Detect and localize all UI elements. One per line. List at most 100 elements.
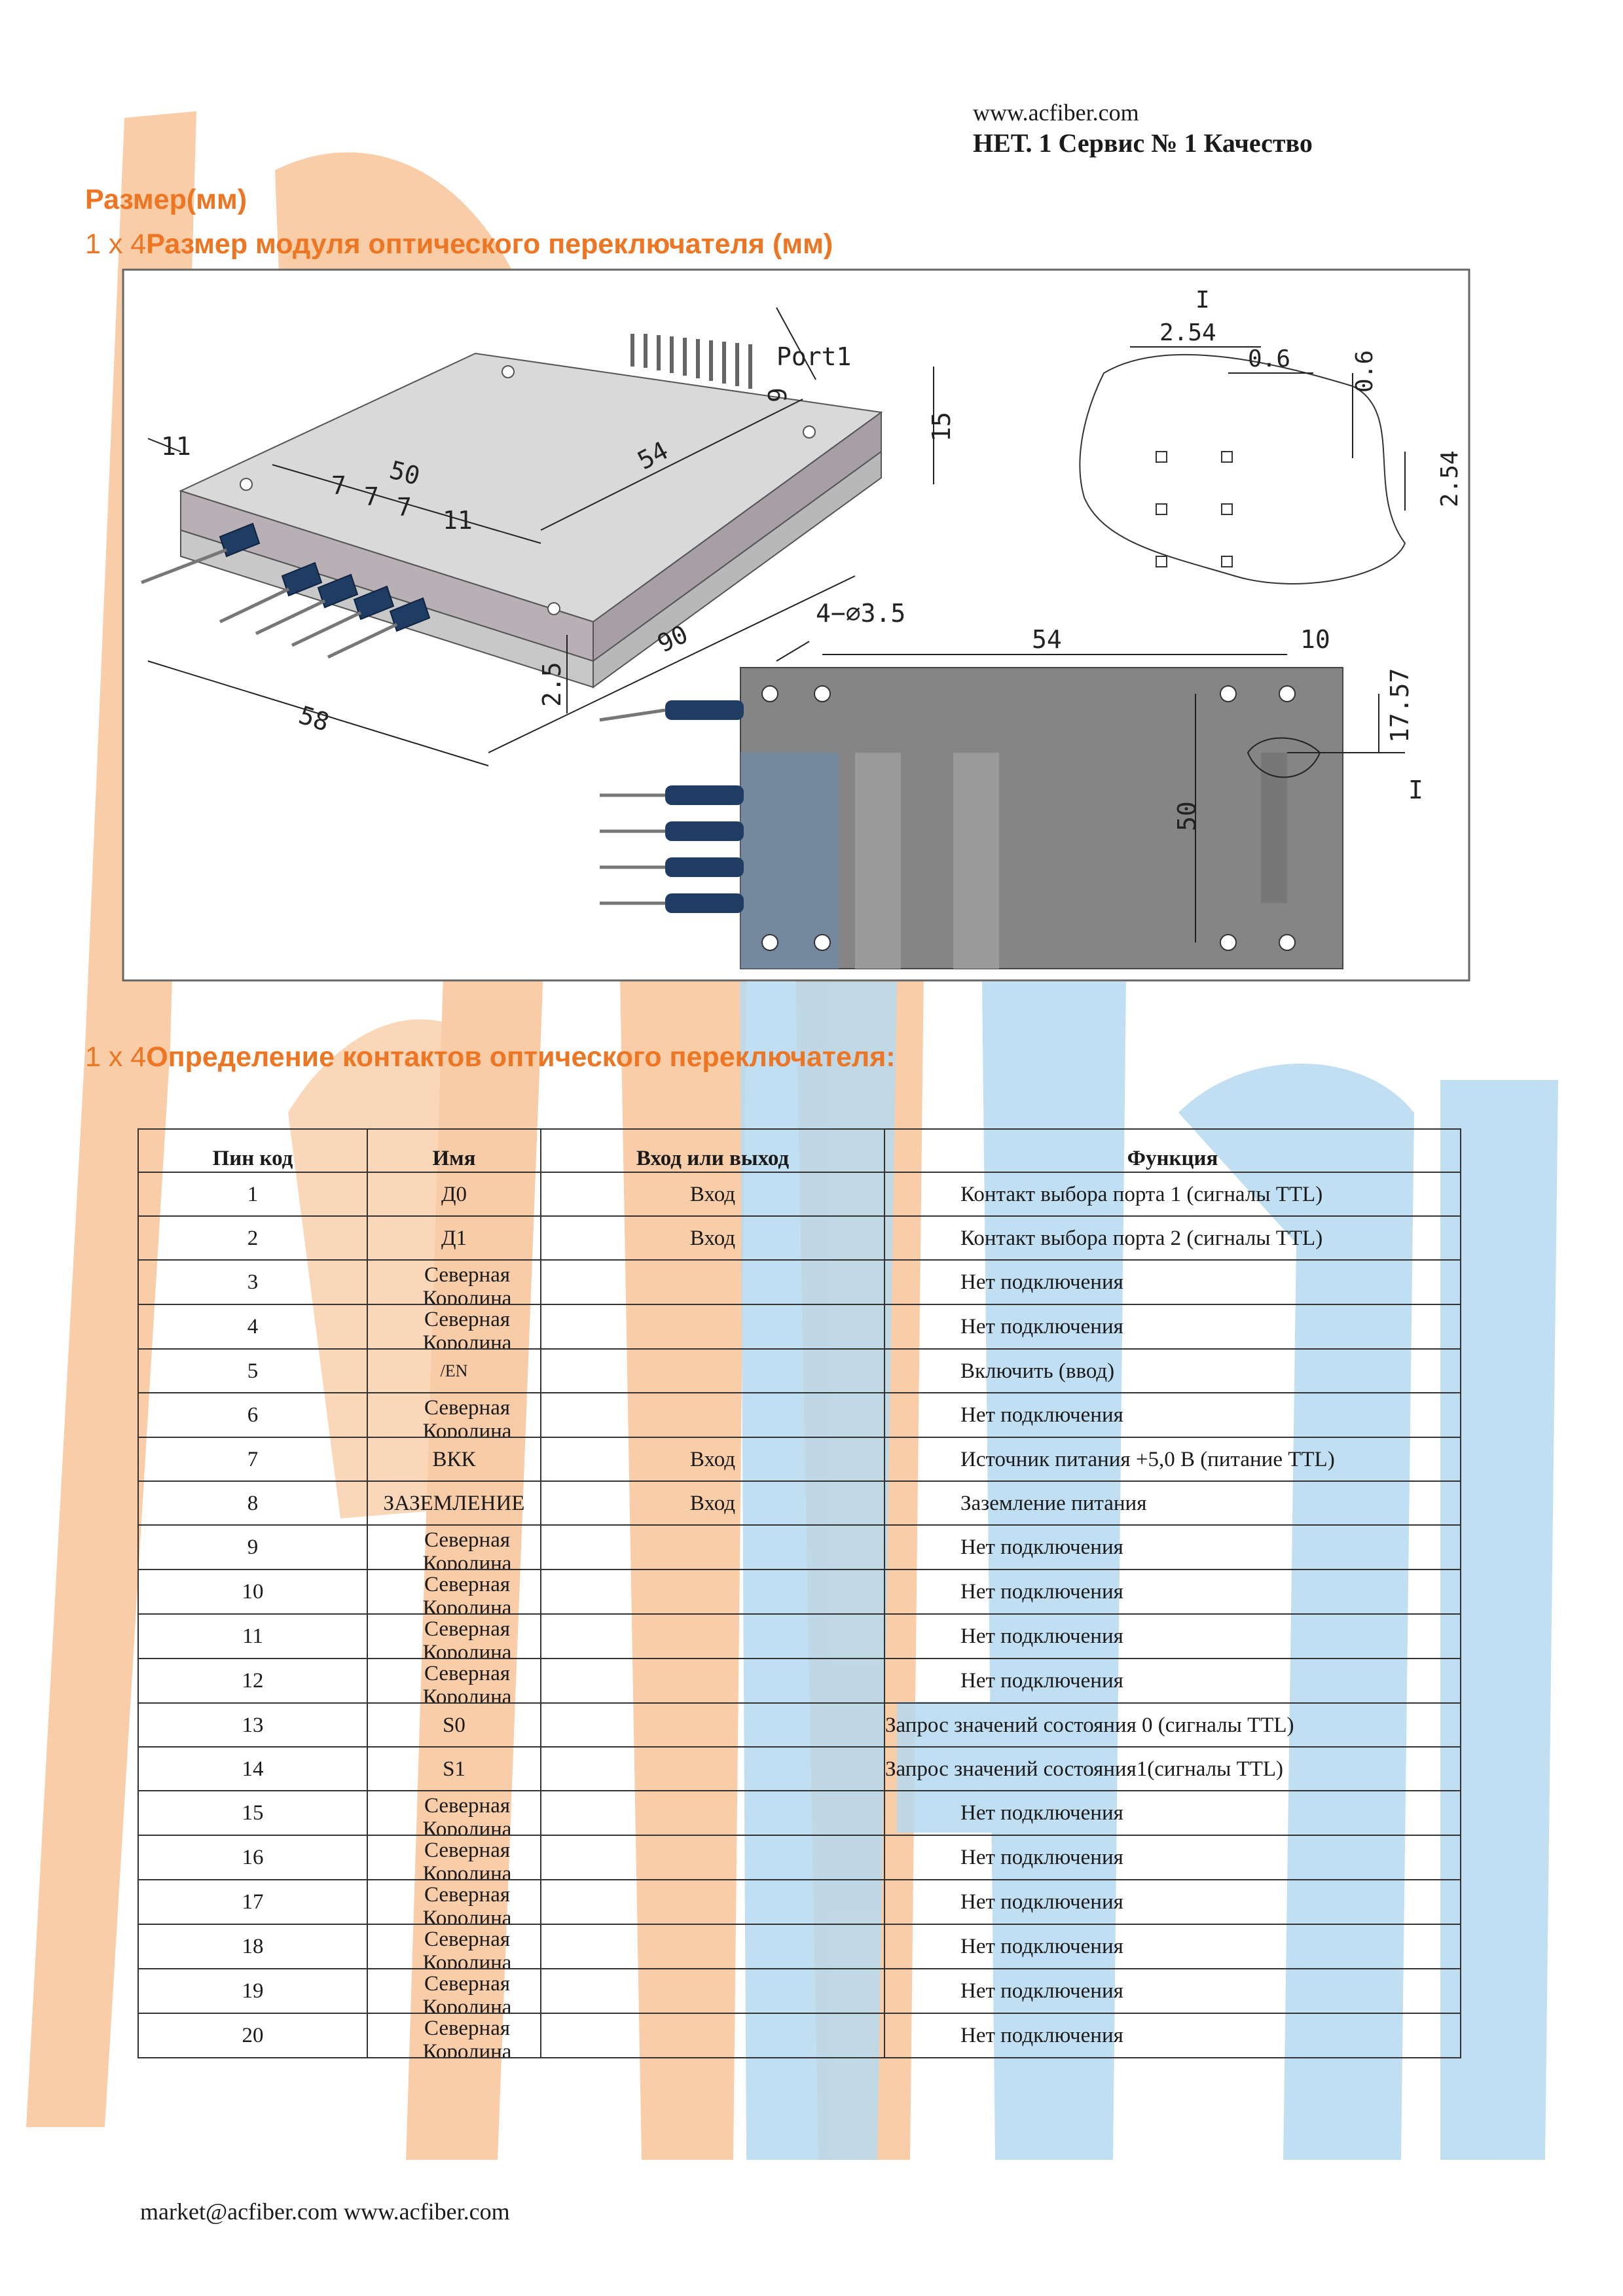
pin-io bbox=[540, 1879, 885, 1925]
pin-function: Нет подключения bbox=[884, 1259, 1461, 1305]
table-row: 18 Северная Королина Нет подключения bbox=[137, 1924, 1461, 1969]
pin-name: Северная Королина bbox=[367, 1304, 541, 1350]
dim-50b: 50 bbox=[1173, 801, 1201, 831]
pin-function: Контакт выбора порта 1 (сигналы TTL) bbox=[884, 1172, 1461, 1217]
dim-holes: 4−∅3.5 bbox=[816, 599, 905, 628]
dim-54b: 54 bbox=[1032, 625, 1062, 654]
dim-2-54: 2.54 bbox=[1159, 319, 1216, 346]
pin-io bbox=[540, 1569, 885, 1615]
pin-function: Источник питания +5,0 В (питание TTL) bbox=[884, 1437, 1461, 1482]
size-title-text: Размер(мм) bbox=[85, 184, 247, 215]
pin-function: Нет подключения bbox=[884, 2013, 1461, 2058]
dim-7a: 7 bbox=[331, 471, 346, 500]
pin-number: 17 bbox=[137, 1879, 368, 1925]
pin-name: Северная Королина bbox=[367, 1835, 541, 1880]
pins-title-text: Определение контактов оптического перекл… bbox=[146, 1041, 896, 1073]
pin-function: Нет подключения bbox=[884, 1392, 1461, 1438]
pin-name: Северная Королина bbox=[367, 1790, 541, 1836]
pin-io: Вход bbox=[540, 1437, 885, 1482]
pin-io bbox=[540, 1304, 885, 1350]
pin-number: 9 bbox=[137, 1524, 368, 1570]
size-section-title: Размер(мм) bbox=[85, 182, 247, 217]
pin-name-text: Северная Королина bbox=[422, 1928, 512, 1968]
pin-name-text: Северная Королина bbox=[422, 1617, 512, 1658]
dim-10: 10 bbox=[1300, 625, 1330, 654]
pin-name: ВКК bbox=[367, 1437, 541, 1482]
page-header: www.acfiber.com НЕТ. 1 Сервис № 1 Качест… bbox=[973, 98, 1313, 160]
pins-title-prefix: 1 x 4 bbox=[85, 1041, 147, 1073]
pin-io bbox=[540, 2013, 885, 2058]
pin-number: 15 bbox=[137, 1790, 368, 1836]
pin-number: 18 bbox=[137, 1924, 368, 1969]
pin-name: Северная Королина bbox=[367, 1968, 541, 2014]
pin-number: 10 bbox=[137, 1569, 368, 1615]
dim-2-5: 2.5 bbox=[538, 662, 566, 707]
pin-io bbox=[540, 1924, 885, 1969]
pin-name: Северная Королина bbox=[367, 1392, 541, 1438]
pin-number: 4 bbox=[137, 1304, 368, 1350]
pin-function: Включить (ввод) bbox=[884, 1348, 1461, 1393]
pin-function: Заземление питания bbox=[884, 1480, 1461, 1526]
pin-name: Северная Королина bbox=[367, 1879, 541, 1925]
pin-number: 20 bbox=[137, 2013, 368, 2058]
pin-function: Запрос значений состояния 0 (сигналы TTL… bbox=[884, 1702, 1461, 1748]
pin-name: Северная Королина bbox=[367, 1569, 541, 1615]
pin-name: Д1 bbox=[367, 1215, 541, 1261]
pin-io bbox=[540, 1835, 885, 1880]
pin-name: Северная Королина bbox=[367, 1924, 541, 1969]
dim-11a: 11 bbox=[161, 432, 191, 461]
pin-number: 16 bbox=[137, 1835, 368, 1880]
table-header-row: Пин код Имя Вход или выход Функция bbox=[137, 1128, 1461, 1173]
pin-number: 2 bbox=[137, 1215, 368, 1261]
pin-io: Вход bbox=[540, 1215, 885, 1261]
pin-number: 11 bbox=[137, 1613, 368, 1659]
pin-io bbox=[540, 1613, 885, 1659]
dim-17-57: 17.57 bbox=[1385, 668, 1414, 743]
table-row: 20 Северная Королина Нет подключения bbox=[137, 2013, 1461, 2058]
pin-number: 3 bbox=[137, 1259, 368, 1305]
pin-io bbox=[540, 1968, 885, 2014]
pin-number: 19 bbox=[137, 1968, 368, 2014]
size-subtitle-prefix: 1 x 4 bbox=[85, 228, 147, 260]
header-pin: Пин код bbox=[137, 1128, 368, 1173]
pin-number: 12 bbox=[137, 1658, 368, 1704]
pin-name-text: Северная Королина bbox=[422, 2017, 512, 2057]
pin-name-text: Северная Королина bbox=[422, 1839, 512, 1879]
module-dimension-drawing: 11 50 54 7 7 7 11 Port1 9 15 2.5 90 58 I… bbox=[122, 268, 1470, 982]
pin-io: Вход bbox=[540, 1480, 885, 1526]
pin-function: Нет подключения bbox=[884, 1569, 1461, 1615]
pin-name-text: Северная Королина bbox=[422, 1396, 512, 1437]
pin-number: 13 bbox=[137, 1702, 368, 1748]
header-url: www.acfiber.com bbox=[973, 99, 1139, 126]
pin-name-text: Северная Королина bbox=[422, 1528, 512, 1569]
pin-name-text: Северная Королина bbox=[422, 1883, 512, 1924]
pin-name: Северная Королина bbox=[367, 1613, 541, 1659]
pin-number: 6 bbox=[137, 1392, 368, 1438]
pin-io bbox=[540, 1658, 885, 1704]
detail-label-i: I bbox=[1195, 287, 1210, 314]
pin-function: Нет подключения bbox=[884, 1924, 1461, 1969]
pin-name-text: Северная Королина bbox=[422, 1263, 512, 1304]
pin-name-text: Северная Королина bbox=[422, 1794, 512, 1835]
pin-function: Нет подключения bbox=[884, 1968, 1461, 2014]
detail-i-view: I 2.54 0.6 0.6 2.54 bbox=[1079, 287, 1463, 584]
dim-11b: 11 bbox=[443, 506, 473, 535]
dim-7b: 7 bbox=[364, 482, 379, 511]
pin-io bbox=[540, 1746, 885, 1791]
dim-15: 15 bbox=[927, 412, 956, 442]
pin-name: S0 bbox=[367, 1702, 541, 1748]
pin-io bbox=[540, 1348, 885, 1393]
pin-name: Д0 bbox=[367, 1172, 541, 1217]
pin-function: Запрос значений состояния1(сигналы TTL) bbox=[884, 1746, 1461, 1791]
dim-2-54b: 2.54 bbox=[1436, 450, 1463, 507]
